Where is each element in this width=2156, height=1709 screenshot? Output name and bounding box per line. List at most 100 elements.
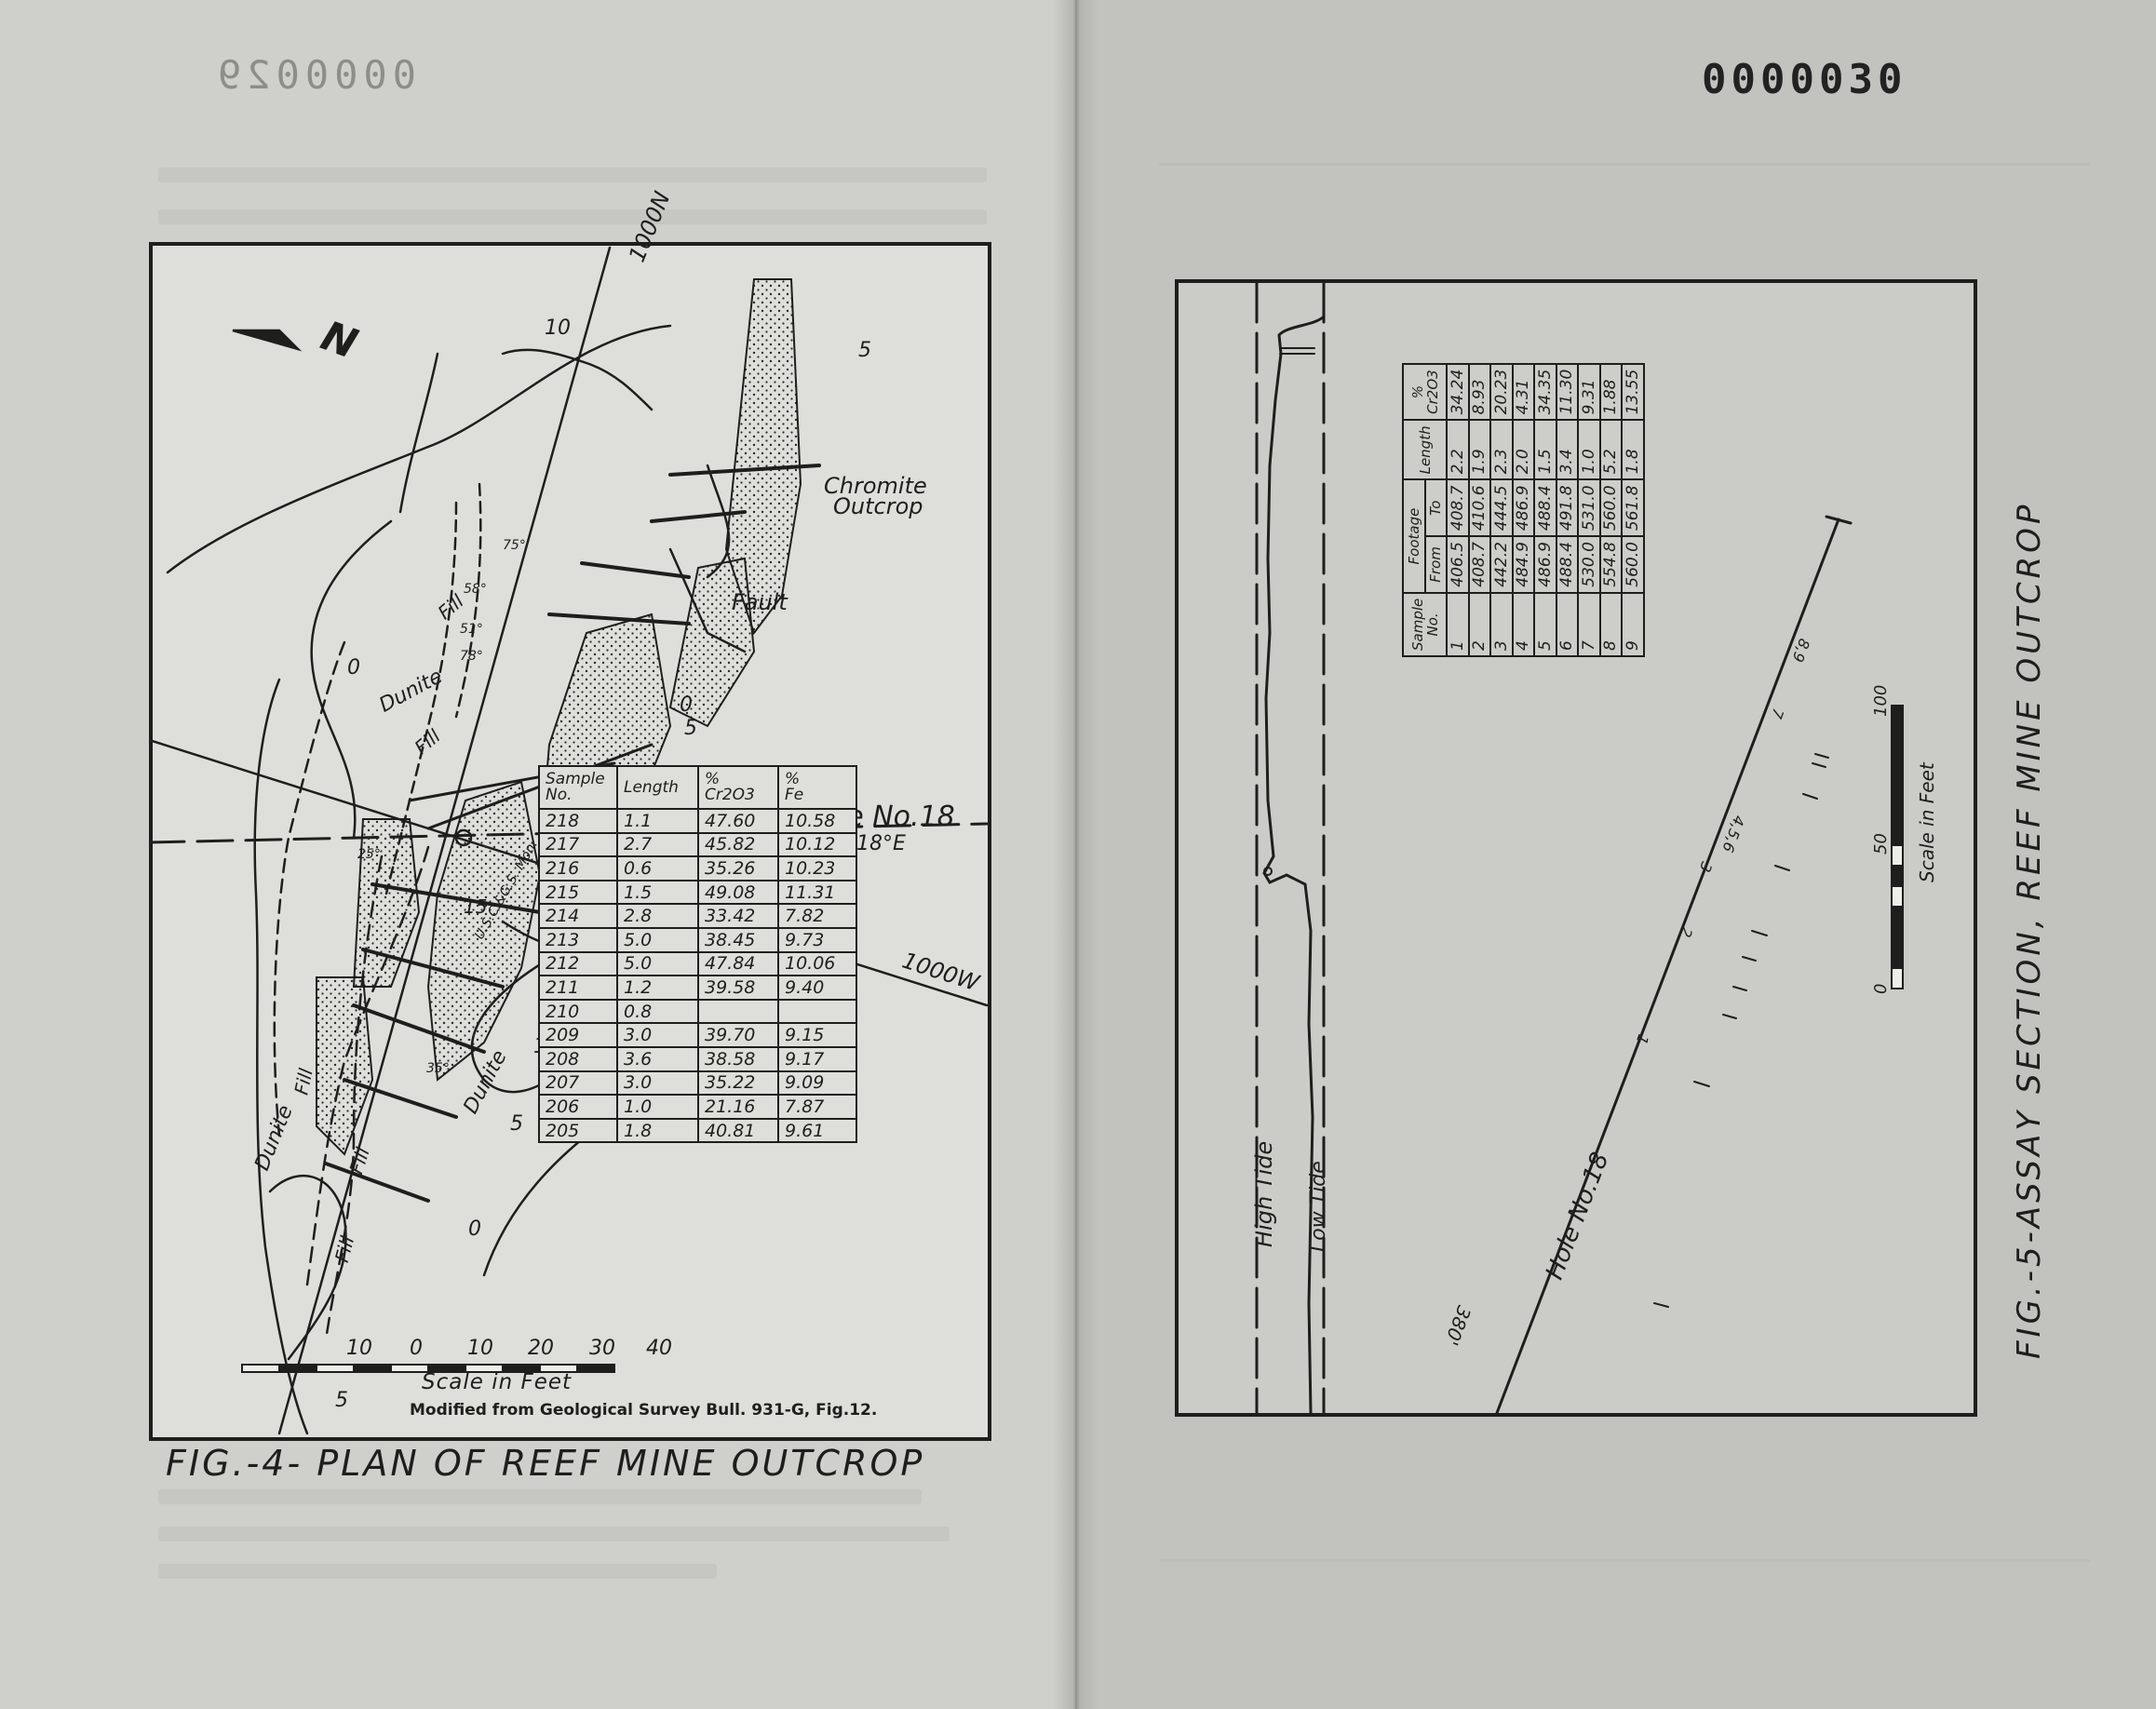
cell-sample: 5 bbox=[1534, 592, 1556, 656]
cell-sample: 205 bbox=[538, 1117, 618, 1144]
scale-tick: 10 bbox=[346, 1337, 372, 1360]
dip-label: 75° bbox=[503, 538, 526, 553]
outline bbox=[273, 640, 346, 1137]
cell-sample: 7 bbox=[1578, 592, 1600, 656]
cell-length: 2.0 bbox=[1512, 420, 1534, 480]
cell-length: 2.3 bbox=[1490, 420, 1513, 480]
outline bbox=[310, 519, 393, 840]
cell-fe: 10.58 bbox=[777, 808, 857, 834]
cell-from: 442.2 bbox=[1490, 536, 1513, 593]
bleed-through-line bbox=[158, 209, 987, 224]
header-cr2o3: %Cr2O3 bbox=[1403, 363, 1447, 421]
scale-bar-segment bbox=[278, 1364, 317, 1373]
scale-bar-segment bbox=[241, 1364, 280, 1373]
chromite-ore-body bbox=[426, 780, 542, 1082]
cell-cr2o3: 45.82 bbox=[697, 831, 779, 858]
cell-length: 2.2 bbox=[1447, 420, 1469, 480]
cell-to: 408.7 bbox=[1447, 479, 1469, 537]
scale-label: Scale in Feet bbox=[422, 1370, 573, 1394]
cell-sample: 212 bbox=[538, 950, 618, 977]
cell-cr2o3: 20.23 bbox=[1490, 363, 1513, 421]
cell-sample: 213 bbox=[538, 926, 618, 953]
cell-from: 560.0 bbox=[1622, 536, 1644, 593]
hole-tick bbox=[1653, 1302, 1669, 1308]
scale-bar-segment bbox=[353, 1364, 392, 1373]
hole-end-tick bbox=[1825, 515, 1853, 525]
cell-sample: 209 bbox=[538, 1022, 618, 1048]
contour-label-10: 10 bbox=[545, 316, 571, 340]
header-cr2o3: %Cr2O3 bbox=[697, 765, 779, 810]
outline bbox=[253, 678, 309, 1435]
scale-bar-segment bbox=[316, 1364, 355, 1373]
cell-cr2o3: 47.84 bbox=[697, 950, 779, 977]
cell-cr2o3: 39.58 bbox=[697, 975, 779, 1001]
fault-line bbox=[668, 547, 747, 653]
cell-fe: 10.12 bbox=[777, 831, 857, 858]
contour bbox=[706, 464, 731, 579]
cell-length: 5.0 bbox=[616, 926, 699, 953]
cell-cr2o3: 49.08 bbox=[697, 879, 779, 906]
cell-length: 1.1 bbox=[616, 808, 699, 834]
dip-label: 35° bbox=[426, 1061, 450, 1076]
contour-label-0: 0 bbox=[468, 1218, 481, 1241]
cell-length: 1.8 bbox=[1622, 420, 1644, 480]
hole-tick bbox=[1812, 762, 1826, 768]
sample-line bbox=[352, 1003, 486, 1054]
scale-bar-segment bbox=[576, 1364, 615, 1373]
scale-bar-segment bbox=[1891, 705, 1904, 753]
cell-cr2o3: 4.31 bbox=[1512, 363, 1534, 421]
page-number: 0000030 bbox=[1702, 56, 1907, 103]
cell-sample: 1 bbox=[1447, 592, 1469, 656]
cell-length: 1.5 bbox=[616, 879, 699, 906]
scale-bar-segment bbox=[1891, 844, 1904, 867]
scale-bar-segment bbox=[1891, 906, 1904, 928]
grid-line-1000n bbox=[277, 246, 612, 1435]
cell-to: 444.5 bbox=[1490, 479, 1513, 537]
cell-sample: 218 bbox=[538, 808, 618, 834]
cell-length: 3.4 bbox=[1556, 420, 1578, 480]
cell-cr2o3: 11.30 bbox=[1556, 363, 1578, 421]
header-from: From bbox=[1424, 536, 1447, 593]
cell-sample: 6 bbox=[1556, 592, 1578, 656]
header-fe: %Fe bbox=[777, 765, 857, 810]
cell-length: 0.8 bbox=[616, 998, 699, 1025]
cell-sample: 9 bbox=[1622, 592, 1644, 656]
cell-length: 5.2 bbox=[1599, 420, 1622, 480]
contour-label-5: 5 bbox=[335, 1389, 348, 1412]
scale-tick: 100 bbox=[1871, 684, 1891, 717]
scale-tick: 30 bbox=[589, 1337, 615, 1360]
hole-tick bbox=[1814, 753, 1829, 759]
cell-cr2o3 bbox=[697, 998, 779, 1025]
cell-to: 486.9 bbox=[1512, 479, 1534, 537]
contour-label-5: 5 bbox=[510, 1112, 523, 1136]
dip-label: 25° bbox=[357, 847, 381, 862]
cell-sample: 8 bbox=[1599, 592, 1622, 656]
cell-cr2o3: 13.55 bbox=[1622, 363, 1644, 421]
header-to: To bbox=[1424, 479, 1447, 537]
ground-profile bbox=[1262, 315, 1326, 1415]
cell-length: 1.8 bbox=[616, 1117, 699, 1144]
high-tide-label: High Tide bbox=[1251, 1140, 1277, 1247]
header-length: Length bbox=[616, 765, 699, 810]
cell-cr2o3: 35.26 bbox=[697, 855, 779, 881]
cell-length: 3.0 bbox=[616, 1022, 699, 1048]
cell-sample: 206 bbox=[538, 1094, 618, 1120]
cell-fe: 11.31 bbox=[777, 879, 857, 906]
cell-from: 408.7 bbox=[1468, 536, 1490, 593]
dip-label: 58° bbox=[464, 582, 487, 597]
bleed-through-line bbox=[158, 1527, 950, 1541]
cell-cr2o3: 35.22 bbox=[697, 1070, 779, 1097]
cell-length: 5.0 bbox=[616, 950, 699, 977]
